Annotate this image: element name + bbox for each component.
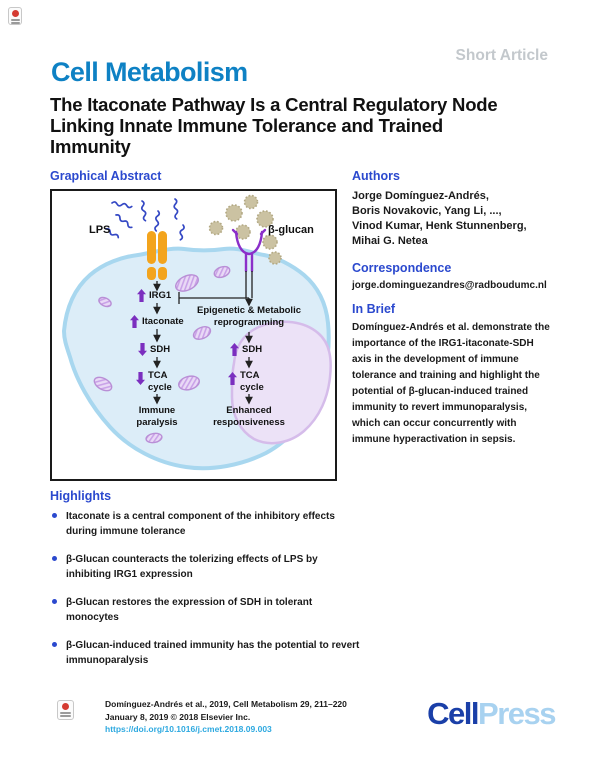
correspondence-email: jorge.dominguezandres@radboudumc.nl — [352, 280, 547, 291]
highlight-item: β-Glucan restores the expression of SDH … — [50, 595, 360, 625]
up-arrow-icon — [130, 315, 139, 328]
tca-right-row: TCA cycle — [228, 369, 270, 393]
article-type-label: Short Article — [455, 47, 548, 64]
doi-link[interactable]: https://doi.org/10.1016/j.cmet.2018.09.0… — [105, 724, 272, 734]
up-arrow-icon — [230, 343, 239, 356]
lps-label: LPS — [89, 224, 111, 236]
highlight-text: β-Glucan restores the expression of SDH … — [66, 597, 313, 623]
badge-bar — [10, 22, 20, 24]
up-arrow-icon — [228, 372, 237, 385]
badge-dot-icon — [62, 703, 69, 710]
authors-heading: Authors — [352, 169, 400, 183]
signal-lines — [178, 271, 253, 307]
down-arrow-icon — [136, 372, 145, 385]
title-line: Immunity — [50, 136, 131, 157]
logo-cell: Cell — [427, 696, 479, 731]
enhanced-responsiveness-label: Enhanced responsiveness — [213, 405, 285, 428]
tca-left-row: TCA cycle — [136, 369, 178, 393]
highlight-text: β-Glucan-induced trained immunity has th… — [66, 640, 360, 666]
journal-title: Cell Metabolism — [51, 57, 248, 87]
in-brief-heading: In Brief — [352, 302, 396, 316]
reprogramming-label: Epigenetic & Metabolic reprogramming — [197, 305, 301, 328]
author-line: Mihai G. Netea — [352, 235, 428, 247]
logo-press: Press — [478, 696, 556, 731]
citation-line: Domínguez-Andrés et al., 2019, Cell Meta… — [105, 699, 347, 709]
up-arrow-icon — [137, 289, 146, 302]
highlight-item: Itaconate is a central component of the … — [50, 509, 360, 539]
sdh-right-label: SDH — [242, 344, 263, 355]
badge-bar — [10, 19, 20, 21]
author-line: Boris Novakovic, Yang Li, ..., — [352, 205, 502, 217]
page-title: The Itaconate Pathway Is a Central Regul… — [50, 94, 590, 157]
highlight-text: Itaconate is a central component of the … — [66, 511, 335, 537]
highlight-item: β-Glucan counteracts the tolerizing effe… — [50, 552, 360, 582]
title-line: Linking Innate Immune Tolerance and Trai… — [50, 115, 443, 136]
crossmark-badge-icon[interactable] — [57, 700, 74, 720]
immune-paralysis-label: Immune paralysis — [136, 405, 178, 428]
citation-line: January 8, 2019 © 2018 Elsevier Inc. — [105, 711, 251, 722]
lps-molecules-icon — [105, 198, 185, 241]
down-arrow-icon — [138, 343, 147, 356]
sdh-right-row: SDH — [230, 343, 262, 356]
in-brief-text: Domínguez-Andrés et al. demonstrate the … — [352, 322, 550, 445]
highlights-heading: Highlights — [50, 489, 112, 503]
author-line: Jorge Domínguez-Andrés, — [352, 190, 489, 202]
bullet-icon — [52, 599, 57, 604]
sdh-left-row: SDH — [138, 343, 170, 356]
tca-right-label: TCA cycle — [240, 370, 264, 393]
itaconate-row: Itaconate — [130, 315, 184, 328]
mitochondria-icons — [93, 265, 231, 444]
beta-glucan-label: β-glucan — [268, 224, 314, 236]
irg1-label: IRG1 — [149, 290, 172, 301]
cell-diagram — [61, 194, 332, 471]
author-line: Vinod Kumar, Henk Stunnenberg, — [352, 220, 527, 232]
authors-list: Jorge Domínguez-Andrés, Boris Novakovic,… — [352, 189, 557, 249]
itaconate-label: Itaconate — [142, 316, 184, 327]
badge-dot-icon — [11, 10, 19, 17]
updates-badge-icon — [8, 7, 22, 25]
highlight-item: β-Glucan-induced trained immunity has th… — [50, 638, 360, 668]
highlights-list: Itaconate is a central component of the … — [50, 509, 360, 681]
bullet-icon — [52, 513, 57, 518]
title-line: The Itaconate Pathway Is a Central Regul… — [50, 94, 498, 115]
irg1-row: IRG1 — [137, 289, 171, 302]
graphical-abstract-heading: Graphical Abstract — [50, 169, 162, 183]
highlight-text: β-Glucan counteracts the tolerizing effe… — [66, 554, 318, 580]
dectin1-receptor-icon — [231, 228, 267, 273]
citation-block: Domínguez-Andrés et al., 2019, Cell Meta… — [105, 698, 347, 736]
tlr4-receptor-icon — [147, 231, 167, 280]
correspondence-heading: Correspondence — [352, 261, 452, 275]
tca-left-label: TCA cycle — [148, 370, 172, 393]
bullet-icon — [52, 556, 57, 561]
sdh-left-label: SDH — [150, 344, 171, 355]
bullet-icon — [52, 642, 57, 647]
badge-bar — [60, 715, 71, 717]
pathway-arrows — [153, 281, 253, 405]
beta-glucan-particles-icon — [208, 194, 282, 265]
cellpress-logo: CellPress — [427, 696, 556, 732]
graphical-abstract-figure: LPS β-glucan IRG1 Itaconate Epigenetic &… — [50, 189, 337, 481]
badge-bar — [60, 712, 71, 714]
nucleus — [230, 320, 332, 445]
